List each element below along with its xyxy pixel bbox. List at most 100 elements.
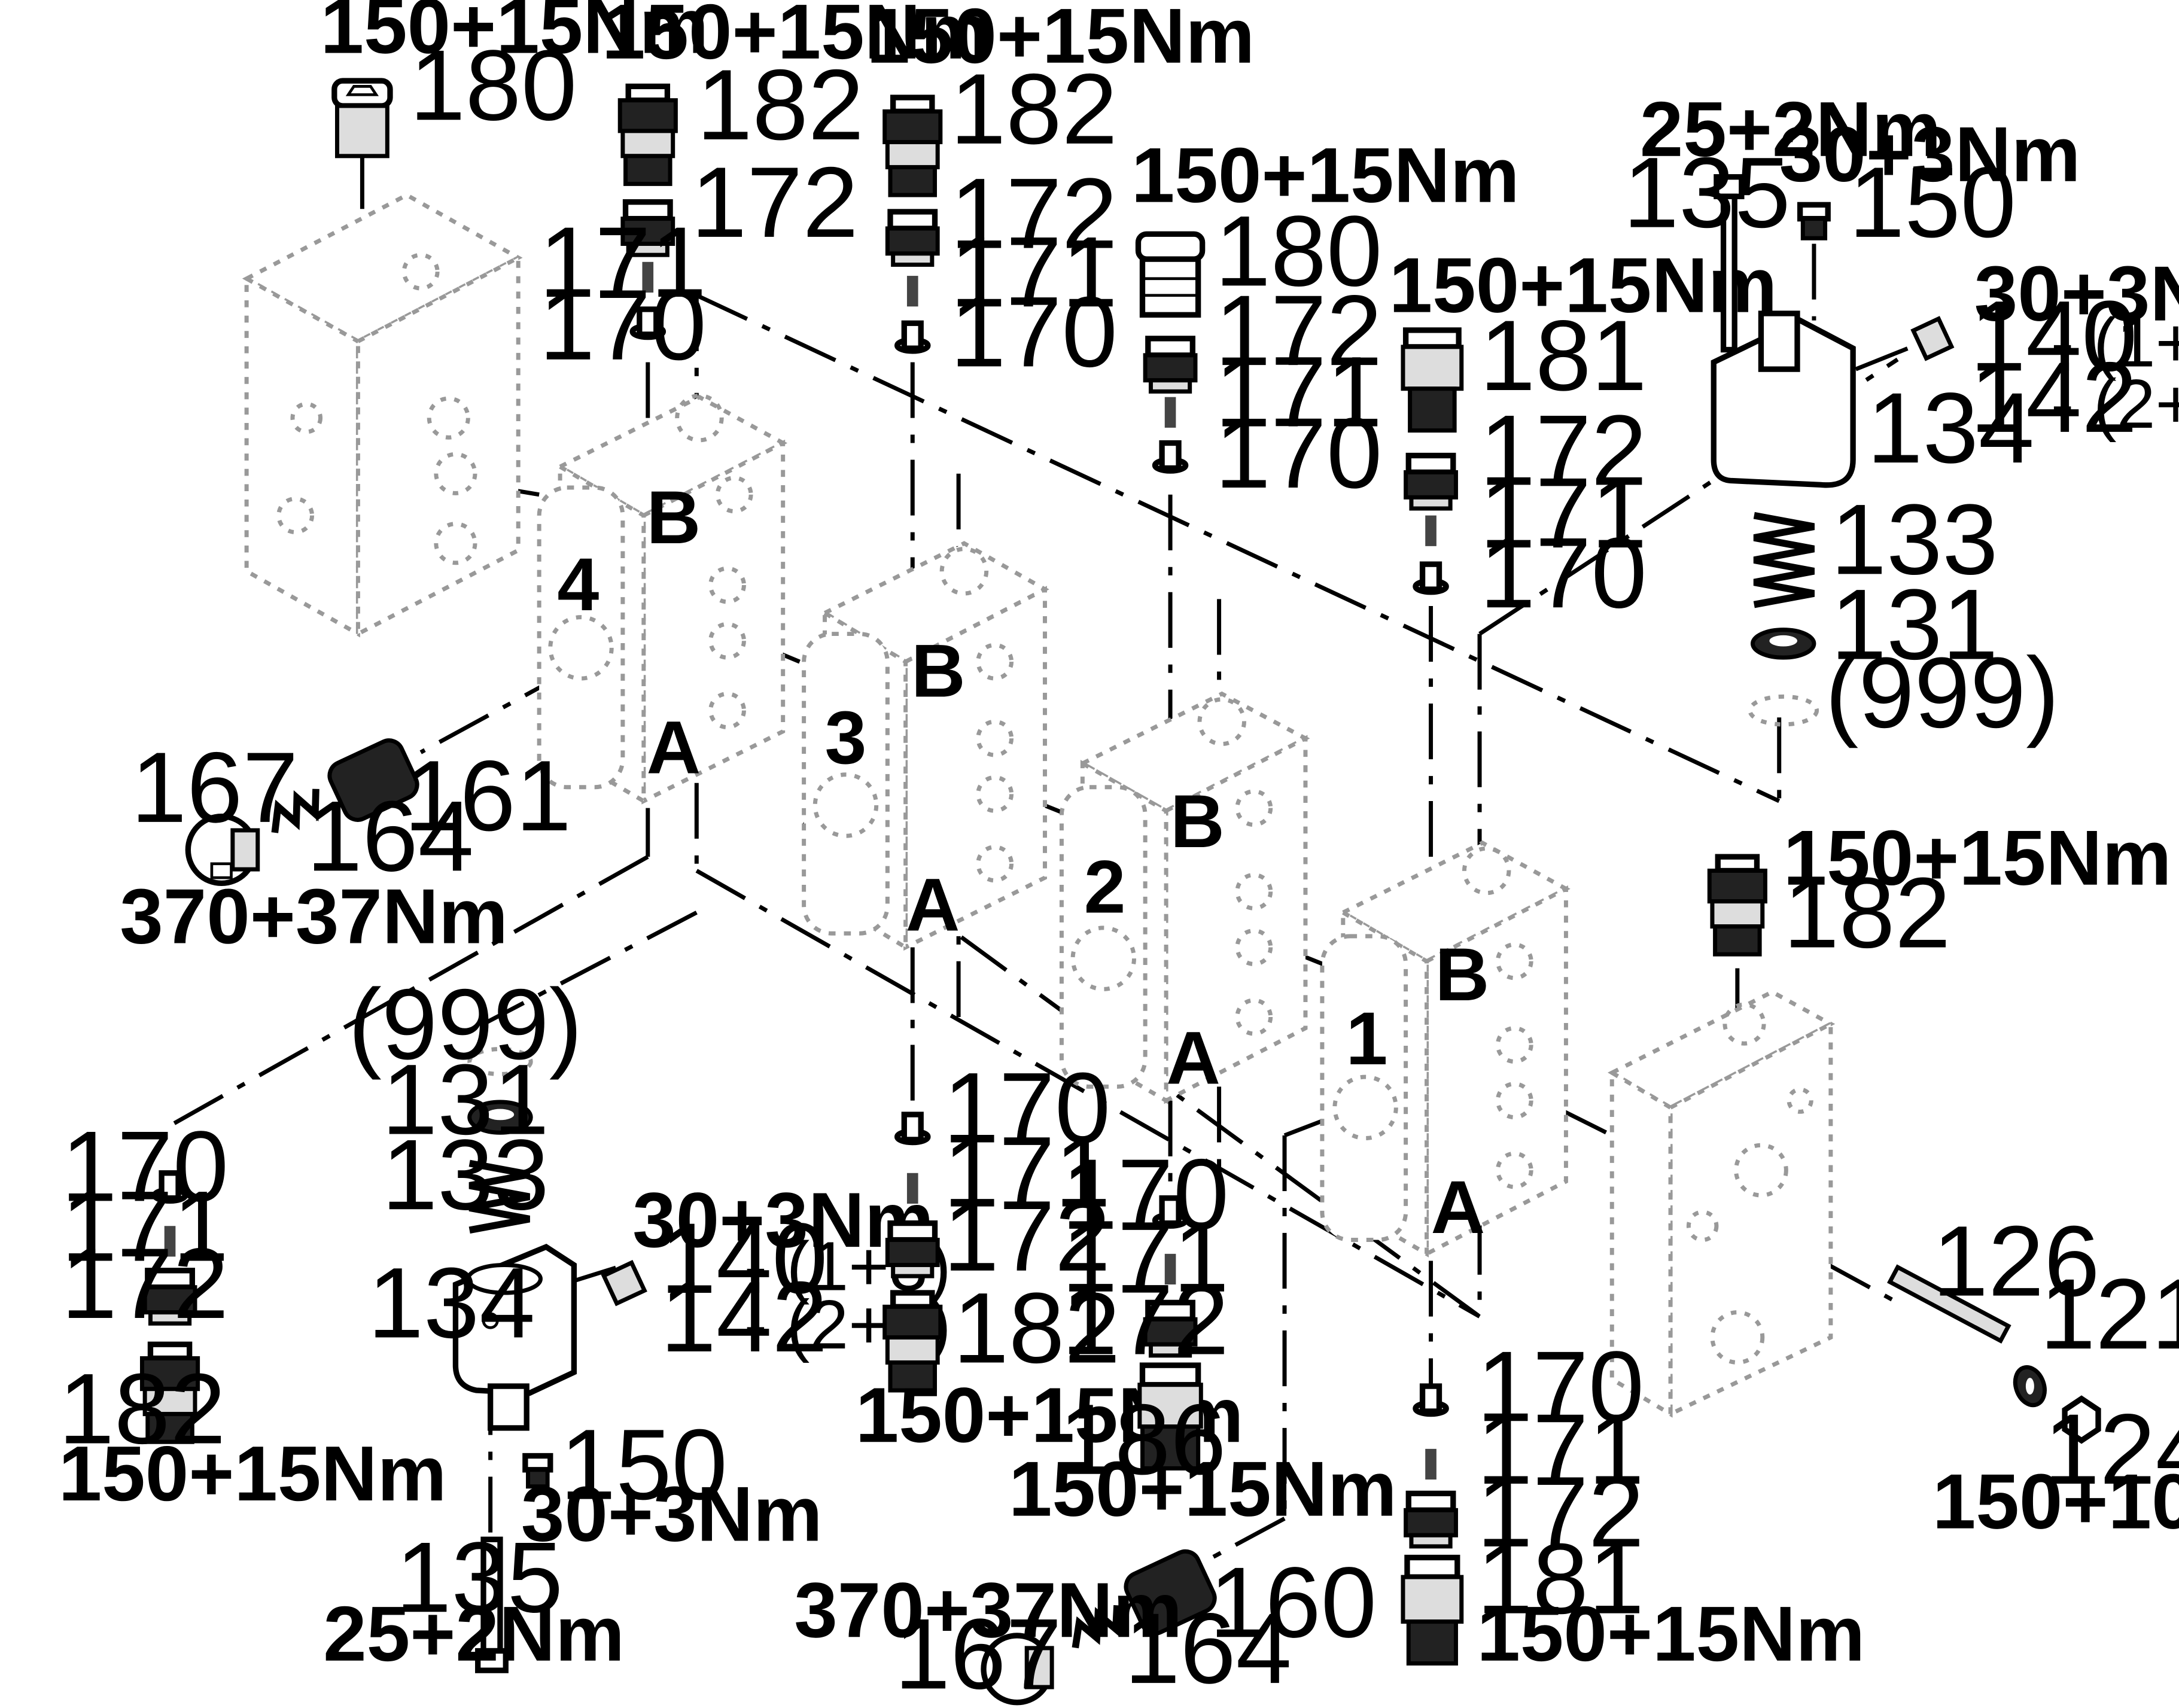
port-b-label: B <box>646 475 701 559</box>
part-number-label: 180 <box>1215 194 1383 307</box>
part-number-label: 171 <box>950 215 1118 328</box>
part-number-label: 124 <box>2044 1393 2179 1505</box>
part-number-label: 131 <box>1831 568 1998 680</box>
part-number-label: 133 <box>382 1118 549 1231</box>
part-number-label: 186 <box>1059 1383 1227 1496</box>
part-number-label: 135 <box>395 1521 563 1633</box>
seal-131 <box>1750 628 1816 660</box>
spring-171 <box>906 1173 918 1204</box>
part-number-label: 171 <box>1477 1393 1644 1505</box>
torque-label: 30+3Nm <box>521 1470 823 1558</box>
plug-172 <box>1145 339 1195 391</box>
plug-172 <box>1406 455 1456 508</box>
torque-label: 30+3Nm <box>1974 250 2179 337</box>
part-number-label: 170 <box>943 1052 1110 1164</box>
plug-172 <box>887 1223 938 1276</box>
torque-label: 150+15Nm <box>602 0 990 75</box>
torque-label: 150+15Nm <box>1784 814 2172 902</box>
poppet-170 <box>1416 1386 1446 1414</box>
part-number-label: 182 <box>1784 857 1951 969</box>
section-number-label: 2 <box>1084 844 1126 928</box>
spool-cap-161 <box>327 738 419 822</box>
bolt-135 <box>1714 174 1745 353</box>
seal-131 <box>467 1100 533 1135</box>
end-plate-right <box>1608 990 1836 1418</box>
valve-section-1: B A 1 <box>1320 840 1571 1258</box>
cover-134 <box>1711 310 1856 488</box>
spring-133 <box>1753 512 1815 608</box>
section-number-label: 4 <box>557 542 599 626</box>
part-number-label: 171 <box>61 1170 229 1282</box>
part-number-label: 170 <box>1061 1138 1229 1250</box>
torque-label: 25+2Nm <box>1640 86 1941 173</box>
part-number-label: 170 <box>1477 1330 1644 1442</box>
torque-label: 30+3Nm <box>632 1176 934 1264</box>
section-number-label: 1 <box>1346 996 1387 1080</box>
port-a-label: A <box>1431 1165 1486 1249</box>
part-number-label: 164 <box>306 780 474 892</box>
part-number-label: 181 <box>1480 299 1647 412</box>
part-number-label: 161 <box>404 739 571 852</box>
plug-172 <box>1406 1493 1456 1546</box>
part-number-label: 172 <box>1480 394 1647 506</box>
part-number-label: 172 <box>943 1180 1110 1292</box>
part-number-label: 171 <box>1061 1201 1229 1313</box>
end-plate-left <box>242 193 523 638</box>
plug-167 <box>981 1633 1054 1706</box>
torque-label: 150+15Nm <box>1009 1445 1397 1533</box>
plug-172 <box>887 212 938 264</box>
part-number-label: 135 <box>1623 136 1791 249</box>
part-number-label: 181 <box>1477 1523 1644 1635</box>
part-number-label: 170 <box>539 269 707 381</box>
torque-label: 30+3Nm <box>1779 111 2081 198</box>
part-number-label: 182 <box>953 1271 1121 1384</box>
relief-cartridge-182 <box>1709 857 1765 954</box>
part-number-label: 172 <box>1215 274 1383 386</box>
part-number-label: 170 <box>950 275 1118 388</box>
torque-label: 370+37Nm <box>794 1566 1182 1654</box>
cover-134 <box>452 1243 577 1431</box>
plug-150 <box>522 1453 553 1489</box>
part-number-label: 131 <box>382 1043 549 1156</box>
valve-section-2: B A 2 <box>1059 691 1310 1104</box>
fitting-140-142 <box>601 1260 647 1307</box>
top-cap-plug-180 <box>1135 231 1206 318</box>
torque-label: 150+15Nm <box>1477 1590 1865 1677</box>
fitting-140-142 <box>1910 316 1955 361</box>
bolt-135 <box>475 1536 509 1673</box>
part-number-label: (999) <box>1825 637 2059 749</box>
part-number-label: 133 <box>1831 483 1998 595</box>
spool-cap-160 <box>1124 1549 1217 1636</box>
part-number-label: 182 <box>696 48 864 161</box>
part-number-label: 172 <box>1477 1456 1644 1568</box>
spring-164 <box>271 788 319 833</box>
variant-note-label: - (2+4) <box>2051 365 2179 443</box>
port-a-label: A <box>646 705 701 789</box>
part-number-label: 170 <box>61 1110 229 1222</box>
washer-121 <box>2013 1365 2047 1408</box>
torque-label: 150+15Nm <box>1389 242 1778 329</box>
relief-cartridge-182 <box>620 86 675 184</box>
part-number-label: 142 <box>1970 341 2138 453</box>
spring-171 <box>1425 515 1437 546</box>
valve-section-4: B A 4 <box>537 393 788 805</box>
tie-rod-126 <box>1887 1264 2011 1344</box>
nut-124 <box>2062 1395 2101 1444</box>
part-number-label: 182 <box>950 53 1118 165</box>
torque-label: 370+37Nm <box>120 873 508 960</box>
port-a-label: A <box>1166 1016 1221 1100</box>
part-number-label: 142 <box>661 1261 828 1373</box>
top-cap-plug-180 <box>331 78 393 159</box>
port-b-label: B <box>911 628 966 713</box>
torque-label: 150+10Nm <box>1933 1458 2179 1545</box>
torque-label: 150+15Nm <box>59 1430 447 1517</box>
part-number-label: 170 <box>1215 397 1383 509</box>
plug-167 <box>185 813 260 887</box>
torque-label: 150+15Nm <box>321 0 709 69</box>
poppet-170 <box>897 1115 928 1143</box>
spring-171 <box>1164 397 1176 428</box>
part-number-label: 170 <box>1480 516 1647 629</box>
part-number-label: 150 <box>560 1408 728 1521</box>
part-number-label: 150 <box>1849 146 2016 258</box>
